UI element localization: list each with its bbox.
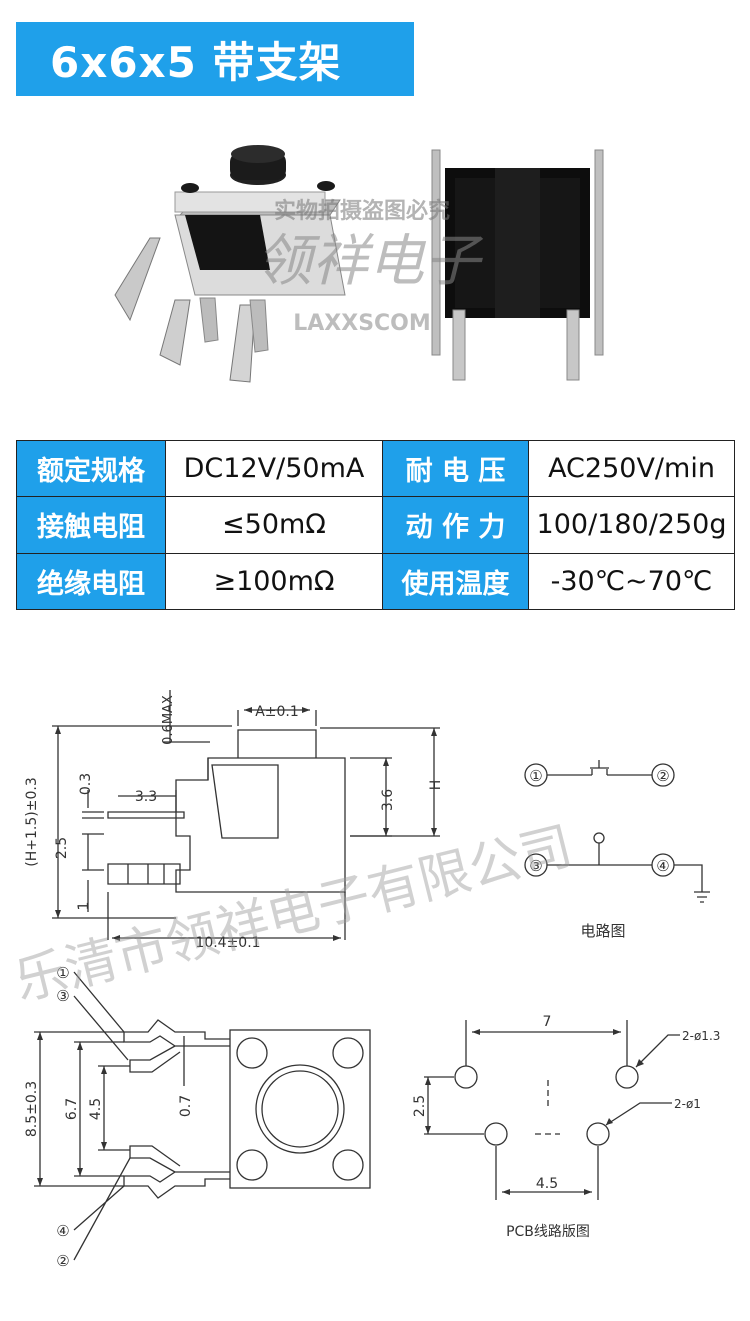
dim-label: 2.5	[54, 837, 70, 859]
spec-value: AC250V/min	[528, 439, 735, 498]
title-banner: 6x6x5 带支架	[16, 22, 414, 96]
spec-value: -30℃~70℃	[528, 552, 735, 611]
dim-label: 0.7	[178, 1095, 194, 1117]
watermark-brand-en: LAXXSCOM	[293, 311, 431, 336]
watermark-diagonal: 乐清市领祥电子有限公司	[9, 816, 579, 1013]
callout-label: ④	[56, 1222, 69, 1240]
spec-table: 额定规格 DC12V/50mA 耐 电 压 AC250V/min 接触电阻 ≤5…	[16, 439, 735, 611]
callout-label: ①	[56, 964, 69, 982]
dim-label: 0.3	[78, 773, 94, 795]
spec-value: DC12V/50mA	[165, 439, 383, 498]
switch-left-view	[114, 145, 346, 383]
page-title: 6x6x5 带支架	[50, 37, 342, 87]
dimension-arrows	[37, 707, 644, 1195]
pin-label: ③	[529, 857, 542, 875]
table-row: 接触电阻 ≤50mΩ 动 作 力 100/180/250g	[16, 496, 735, 554]
dim-label: 10.4±0.1	[195, 935, 260, 951]
top-view	[34, 971, 371, 1261]
spec-label: 额定规格	[16, 439, 166, 498]
spec-value: 100/180/250g	[528, 496, 735, 554]
dim-label: 3.6	[380, 789, 396, 811]
spec-value: ≤50mΩ	[165, 496, 383, 554]
switch-right-view	[431, 149, 604, 381]
dim-label: 6.7	[64, 1098, 80, 1120]
dim-label: 0.6MAX	[161, 695, 176, 745]
dim-label: 1	[76, 902, 92, 911]
spec-value: ≥100mΩ	[165, 552, 383, 611]
dim-label: H	[428, 780, 444, 791]
table-row: 绝缘电阻 ≥100mΩ 使用温度 -30℃~70℃	[16, 552, 735, 611]
spec-label: 绝缘电阻	[16, 552, 166, 611]
pin-label: ④	[656, 857, 669, 875]
watermark-text-1: 实物拍摄盗图必究	[274, 198, 450, 224]
spec-label: 耐 电 压	[382, 439, 529, 498]
spec-label: 动 作 力	[382, 496, 529, 554]
product-photo: 实物拍摄盗图必究 领祥电子 LAXXSCOM	[114, 145, 604, 383]
technical-drawing: 0.6MAX A±0.1 (H+1.5)±0.3 0.3 3.3 2.5 1 3…	[9, 690, 720, 1270]
dim-label: 3.3	[135, 789, 157, 805]
watermark-brand-cn: 领祥电子	[256, 229, 484, 294]
circuit-caption: 电路图	[580, 922, 625, 940]
pcb-layout	[424, 1020, 680, 1200]
callout-label: ②	[56, 1252, 69, 1270]
table-row: 额定规格 DC12V/50mA 耐 电 压 AC250V/min	[16, 439, 735, 498]
pin-label: ②	[656, 767, 669, 785]
pin-label: ①	[529, 767, 542, 785]
hole-label: 2-ø1.3	[682, 1029, 720, 1043]
hole-label: 2-ø1	[674, 1097, 701, 1111]
callout-label: ③	[56, 987, 69, 1005]
dim-label: 2.5	[412, 1095, 428, 1117]
dim-label: (H+1.5)±0.3	[24, 777, 40, 866]
dim-label: 8.5±0.3	[24, 1081, 40, 1137]
spec-label: 接触电阻	[16, 496, 166, 554]
circuit-diagram	[524, 760, 710, 903]
dim-label: 4.5	[88, 1098, 104, 1120]
spec-label: 使用温度	[382, 552, 529, 611]
pcb-caption: PCB线路版图	[506, 1224, 590, 1240]
dim-label: A±0.1	[255, 704, 299, 720]
side-view	[52, 690, 440, 940]
dim-label: 7	[543, 1014, 552, 1030]
dim-label: 4.5	[536, 1176, 558, 1192]
